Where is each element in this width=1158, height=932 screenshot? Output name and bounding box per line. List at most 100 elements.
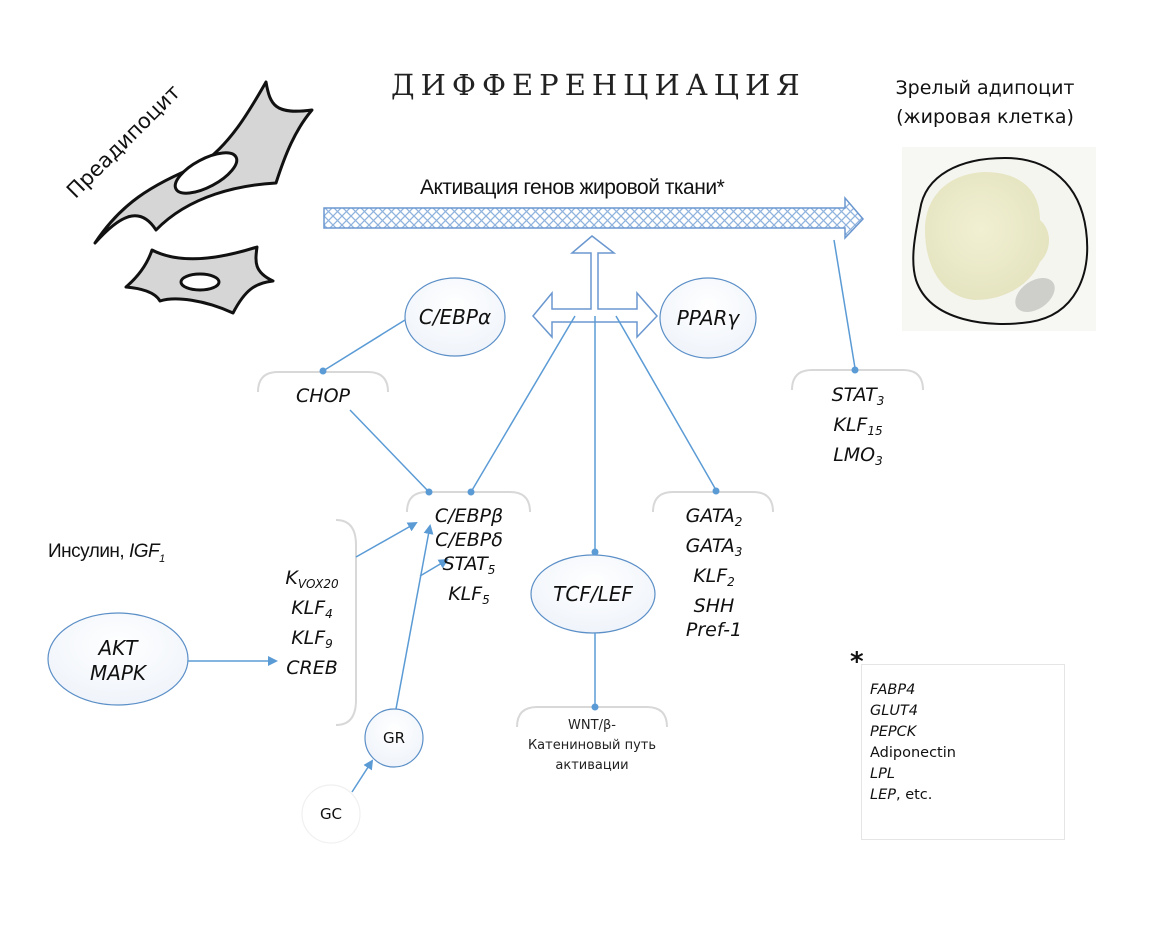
bracket-kvox bbox=[335, 519, 357, 726]
node-gc bbox=[301, 784, 361, 844]
dot-chop bbox=[319, 367, 327, 375]
gene-item: KLF4 bbox=[262, 596, 362, 626]
wnt-pathway-label: WNT/β- Катениновый путь активации bbox=[517, 716, 667, 776]
footnote-item: GLUT4 bbox=[870, 701, 1064, 722]
dot-stat3 bbox=[851, 366, 859, 374]
footnote-gene: LPL bbox=[870, 766, 895, 782]
footnote-suffix: , etc. bbox=[895, 787, 933, 803]
gene-item: Pref-1 bbox=[656, 618, 772, 642]
mature-adipocyte-label: Зрелый адипоцит (жировая клетка) bbox=[880, 74, 1090, 132]
gene-name: C/EBPβ bbox=[434, 505, 504, 527]
dot-cebpb-left bbox=[425, 488, 433, 496]
gene-subscript: 3 bbox=[875, 454, 883, 468]
gene-item: GATA3 bbox=[656, 534, 772, 564]
preadipocyte-nucleus-large bbox=[173, 151, 239, 195]
gene-name: KLF bbox=[833, 414, 868, 436]
footnote-gene: FABP4 bbox=[870, 682, 916, 698]
gene-item: C/EBPβ bbox=[410, 504, 528, 528]
gene-subscript: 5 bbox=[487, 563, 496, 577]
igf-subscript: 1 bbox=[159, 552, 165, 565]
gene-subscript: 9 bbox=[325, 637, 333, 651]
mature-adipocyte-line1: Зрелый адипоцит bbox=[895, 77, 1075, 99]
node-tcf-lef bbox=[530, 554, 656, 634]
gene-item: KLF9 bbox=[262, 626, 362, 656]
wnt-line3: активации bbox=[555, 758, 629, 773]
insulin-igf-label: Инсулин, IGF1 bbox=[48, 541, 165, 565]
footnote-gene: GLUT4 bbox=[870, 703, 919, 719]
gene-item: KLF15 bbox=[795, 413, 921, 443]
chop-label: CHOP bbox=[296, 385, 350, 407]
gene-subscript: 2 bbox=[727, 575, 735, 589]
footnote-item: PEPCK bbox=[870, 722, 1064, 743]
branch-arrow bbox=[532, 235, 659, 339]
preadipocyte-nucleus-small bbox=[179, 272, 221, 292]
preadipocyte-illustration bbox=[93, 80, 314, 315]
line-kvox-cebpb bbox=[355, 522, 418, 558]
gene-item: SHH bbox=[656, 594, 772, 618]
fat-droplet bbox=[925, 172, 1049, 300]
igf-text: IGF bbox=[128, 541, 160, 562]
wnt-line1: WNT/β- bbox=[568, 718, 616, 733]
gene-name: KLF bbox=[291, 597, 326, 619]
line-gc-gr bbox=[351, 759, 374, 793]
footnote-gene: LEP bbox=[870, 787, 896, 803]
dot-cebpb-right bbox=[467, 488, 475, 496]
footnote-item: LEP, etc. bbox=[870, 785, 1064, 806]
gene-item: CREB bbox=[262, 656, 362, 680]
dot-tcflef-top bbox=[591, 548, 599, 556]
cebp-alpha-label: C/EBPα bbox=[418, 305, 492, 329]
node-gr bbox=[364, 708, 424, 768]
footnote-item: LPL bbox=[870, 764, 1064, 785]
mapk-label: MAPK bbox=[89, 661, 147, 685]
line-cebpa-chop bbox=[322, 319, 406, 372]
gr-label: GR bbox=[382, 729, 406, 747]
gc-label: GC bbox=[319, 805, 343, 823]
gene-name: SHH bbox=[693, 595, 735, 617]
gene-item: KLF5 bbox=[410, 582, 528, 612]
gene-item: STAT5 bbox=[410, 552, 528, 582]
dot-wnt bbox=[591, 703, 599, 711]
footnote-gene: PEPCK bbox=[870, 724, 917, 740]
footnote-item: Adiponectin bbox=[870, 743, 1064, 764]
gene-item: KLF2 bbox=[656, 564, 772, 594]
gene-name: LMO bbox=[833, 444, 876, 466]
gene-subscript: VOX20 bbox=[297, 577, 339, 591]
tcf-lef-label: TCF/LEF bbox=[553, 582, 633, 606]
gene-name: GATA bbox=[685, 505, 735, 527]
gene-name: KLF bbox=[291, 627, 326, 649]
gene-item: STAT3 bbox=[795, 383, 921, 413]
gene-subscript: 3 bbox=[876, 394, 885, 408]
line-branch-gata bbox=[615, 315, 717, 491]
ppar-gamma-label: PPARγ bbox=[676, 306, 740, 330]
gene-name: C/EBPδ bbox=[435, 529, 503, 551]
insulin-text: Инсулин, bbox=[48, 541, 129, 562]
gene-name: STAT bbox=[442, 553, 488, 575]
connection-dots bbox=[319, 366, 859, 711]
line-branch-cebpb bbox=[470, 315, 576, 493]
gene-subscript: 4 bbox=[325, 607, 333, 621]
mature-adipocyte-illustration bbox=[902, 147, 1096, 331]
gene-name: K bbox=[285, 567, 298, 589]
activation-label: Активация генов жировой ткани* bbox=[420, 176, 725, 199]
line-gr-cebpb bbox=[395, 524, 434, 710]
gene-name: KLF bbox=[693, 565, 728, 587]
title-differentiation: ДИФФЕРЕНЦИАЦИЯ bbox=[391, 68, 806, 102]
footnote-asterisk: * bbox=[850, 647, 864, 677]
gene-item: KVOX20 bbox=[262, 566, 362, 596]
gene-item: LMO3 bbox=[795, 443, 921, 473]
dot-gata bbox=[712, 487, 720, 495]
gene-subscript: 2 bbox=[734, 515, 743, 529]
gene-subscript: 5 bbox=[482, 593, 490, 607]
akt-label: AKT bbox=[98, 636, 138, 660]
node-ppar-gamma bbox=[659, 277, 757, 359]
mature-adipocyte-line2: (жировая клетка) bbox=[896, 106, 1074, 128]
connectors bbox=[188, 239, 856, 793]
adipocyte-nucleus bbox=[1015, 277, 1055, 313]
wnt-line2: Катениновый путь bbox=[527, 738, 657, 753]
line-gr-stat5 bbox=[419, 558, 449, 577]
